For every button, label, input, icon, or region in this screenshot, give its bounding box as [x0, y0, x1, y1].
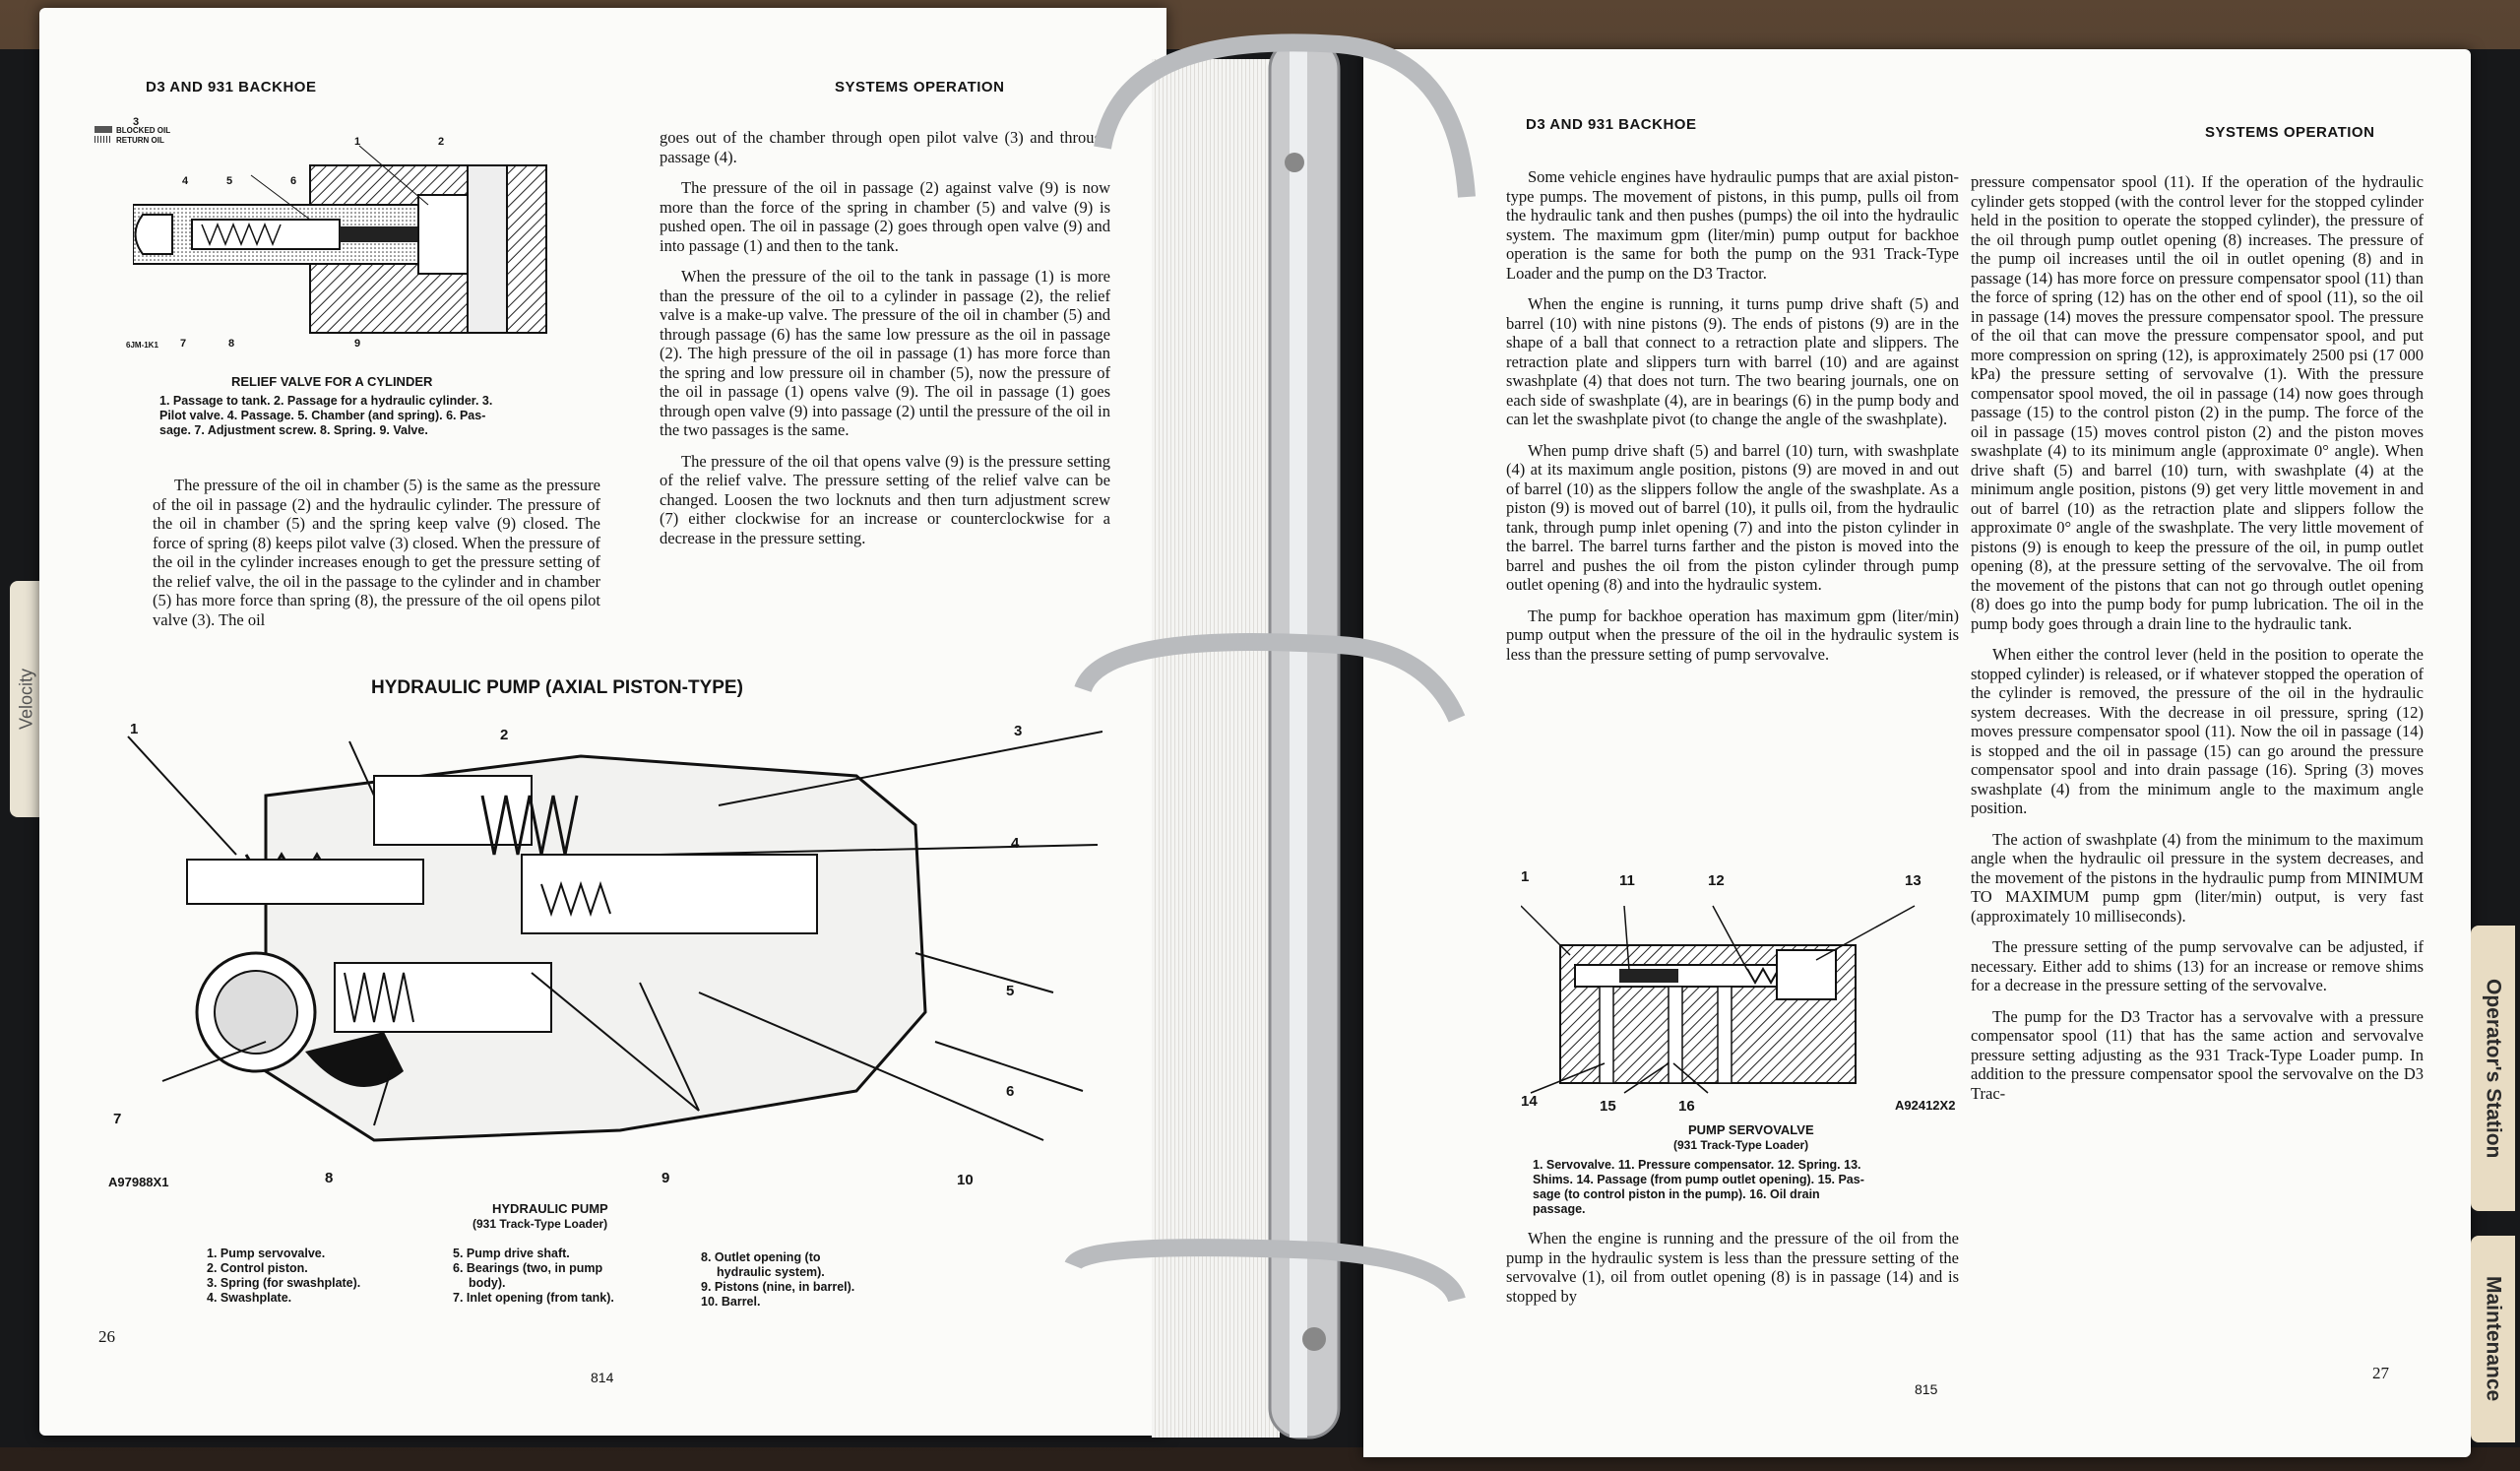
left-header-title: D3 AND 931 BACKHOE: [146, 79, 317, 96]
relief-figure-code: 6JM-1K1: [126, 341, 158, 350]
right-folio: 815: [1915, 1381, 1938, 1397]
servo-callout-16: 16: [1678, 1098, 1695, 1115]
right-page-number: 27: [2372, 1364, 2389, 1382]
relief-callout-4: 4: [182, 175, 189, 187]
servo-callout-14: 14: [1521, 1093, 1538, 1110]
pump-callout-1: 1: [130, 721, 139, 737]
relief-callout-7: 7: [180, 338, 187, 350]
pump-callout-8: 8: [325, 1170, 334, 1186]
pump-caption-title: HYDRAULIC PUMP: [492, 1201, 608, 1216]
relief-valve-diagram: [133, 145, 547, 334]
servo-caption-subtitle: (931 Track-Type Loader): [1673, 1138, 1809, 1152]
servo-callout-11: 11: [1619, 872, 1635, 889]
left-page: D3 AND 931 BACKHOE SYSTEMS OPERATION BLO…: [39, 8, 1166, 1436]
right-header-section: SYSTEMS OPERATION: [2205, 124, 2375, 141]
servo-caption: 1. Servovalve. 11. Pressure compensator.…: [1533, 1158, 1864, 1216]
relief-callout-9: 9: [354, 338, 361, 350]
left-index-tab[interactable]: Velocity: [10, 581, 43, 817]
servo-callout-12: 12: [1708, 872, 1725, 889]
page-stack: [1152, 59, 1280, 1438]
right-col2-text: pressure compensator spool (11). If the …: [1971, 172, 2424, 1103]
servo-callout-15: 15: [1600, 1098, 1616, 1115]
right-col1-tail: When the engine is running and the press…: [1506, 1229, 1959, 1306]
relief-callout-8: 8: [228, 338, 235, 350]
relief-callout-1: 1: [354, 136, 361, 148]
left-col2-text: goes out of the chamber through open pil…: [660, 128, 1110, 547]
legend-return-oil: RETURN OIL: [116, 136, 164, 145]
binder-rings: [1064, 33, 1476, 1439]
pump-servovalve-diagram: [1521, 905, 1916, 1094]
relief-callout-5: 5: [226, 175, 233, 187]
relief-caption: 1. Passage to tank. 2. Passage for a hyd…: [159, 394, 493, 437]
relief-callout-2: 2: [438, 136, 445, 148]
left-page-number: 26: [98, 1327, 115, 1346]
pump-callout-7: 7: [113, 1111, 122, 1127]
right-col1-text: Some vehicle engines have hydraulic pump…: [1506, 167, 1959, 664]
pump-legend-col3: 8. Outlet opening (to hydraulic system).…: [701, 1250, 855, 1309]
left-header-section: SYSTEMS OPERATION: [835, 79, 1005, 96]
servo-figure-code: A92412X2: [1895, 1098, 1956, 1113]
pump-callout-5: 5: [1006, 983, 1015, 999]
pump-figure-code: A97988X1: [108, 1175, 169, 1189]
relief-caption-title: RELIEF VALVE FOR A CYLINDER: [231, 374, 433, 389]
tab-operators-station[interactable]: Operator's Station: [2471, 926, 2515, 1211]
relief-callout-3: 3: [133, 116, 140, 128]
pump-callout-2: 2: [500, 727, 509, 743]
pump-callout-3: 3: [1014, 723, 1023, 739]
relief-callout-6: 6: [290, 175, 297, 187]
pump-caption-subtitle: (931 Track-Type Loader): [472, 1217, 608, 1231]
pump-callout-4: 4: [1011, 835, 1020, 852]
left-col1-text: The pressure of the oil in chamber (5) i…: [153, 476, 600, 629]
legend-blocked-oil: BLOCKED OIL: [116, 126, 171, 135]
pump-callout-9: 9: [662, 1170, 670, 1186]
relief-legend: BLOCKED OIL RETURN OIL: [94, 126, 170, 146]
right-header-title: D3 AND 931 BACKHOE: [1526, 116, 1697, 133]
servo-callout-1: 1: [1521, 868, 1530, 885]
tab-maintenance[interactable]: Maintenance: [2471, 1236, 2515, 1442]
pump-legend-col1: 1. Pump servovalve. 2. Control piston. 3…: [207, 1247, 361, 1305]
left-folio: 814: [591, 1370, 614, 1385]
servo-callout-13: 13: [1905, 872, 1922, 889]
hydraulic-pump-diagram: [127, 731, 1102, 1142]
pump-legend-col2: 5. Pump drive shaft. 6. Bearings (two, i…: [453, 1247, 614, 1305]
pump-callout-10: 10: [957, 1172, 974, 1188]
pump-section-title: HYDRAULIC PUMP (AXIAL PISTON-TYPE): [371, 677, 743, 698]
servo-caption-title: PUMP SERVOVALVE: [1688, 1122, 1814, 1137]
pump-callout-6: 6: [1006, 1083, 1015, 1100]
right-page: D3 AND 931 BACKHOE SYSTEMS OPERATION Som…: [1363, 49, 2471, 1457]
